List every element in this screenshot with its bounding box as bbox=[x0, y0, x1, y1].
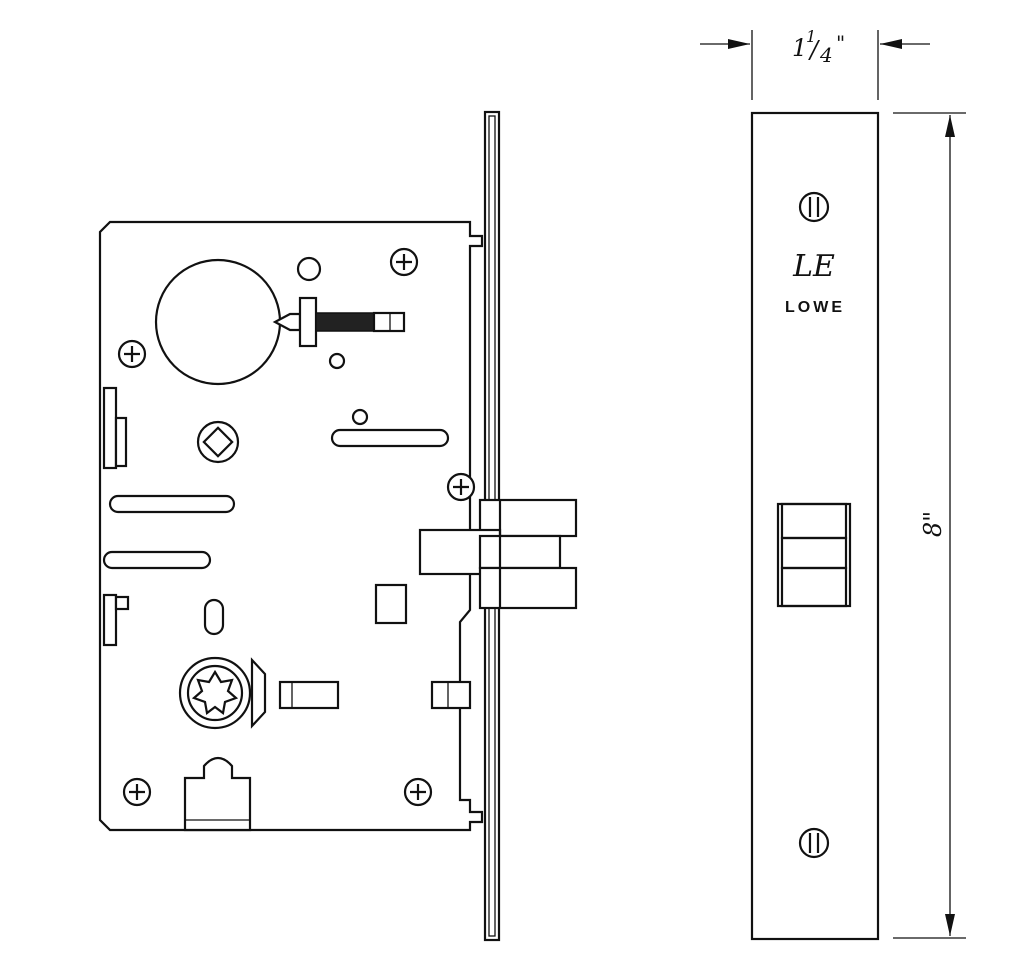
cylinder-cam-icon bbox=[178, 656, 267, 730]
faceplate-screw-icon bbox=[798, 191, 830, 223]
brand-monogram: LE bbox=[792, 249, 835, 284]
case-screw-icon bbox=[122, 777, 152, 807]
width-denominator: 4 bbox=[819, 43, 833, 67]
width-numerator: 1 bbox=[806, 27, 816, 46]
brand-name: LOWE bbox=[785, 299, 845, 316]
case-screw-icon bbox=[117, 339, 147, 369]
case-screw-icon bbox=[446, 472, 476, 502]
dead-latch bbox=[478, 534, 562, 570]
bolt-openings bbox=[776, 502, 852, 608]
width-inch-mark: " bbox=[836, 31, 845, 55]
cylinder-hub bbox=[154, 258, 282, 386]
height-dimension: 8" bbox=[893, 112, 966, 939]
width-dimension: 1 1 / 4 " bbox=[700, 27, 930, 100]
faceplate-screw-icon bbox=[798, 827, 830, 859]
square-spindle-hub bbox=[196, 420, 240, 464]
faceplate-front-view: LE LOWE bbox=[750, 111, 880, 941]
case-screw-icon bbox=[389, 247, 419, 277]
width-slash: / bbox=[808, 36, 821, 64]
case-screw-icon bbox=[403, 777, 433, 807]
height-label: 8" bbox=[919, 511, 947, 537]
width-whole: 1 bbox=[792, 34, 807, 62]
lock-body-side-view bbox=[98, 110, 578, 942]
